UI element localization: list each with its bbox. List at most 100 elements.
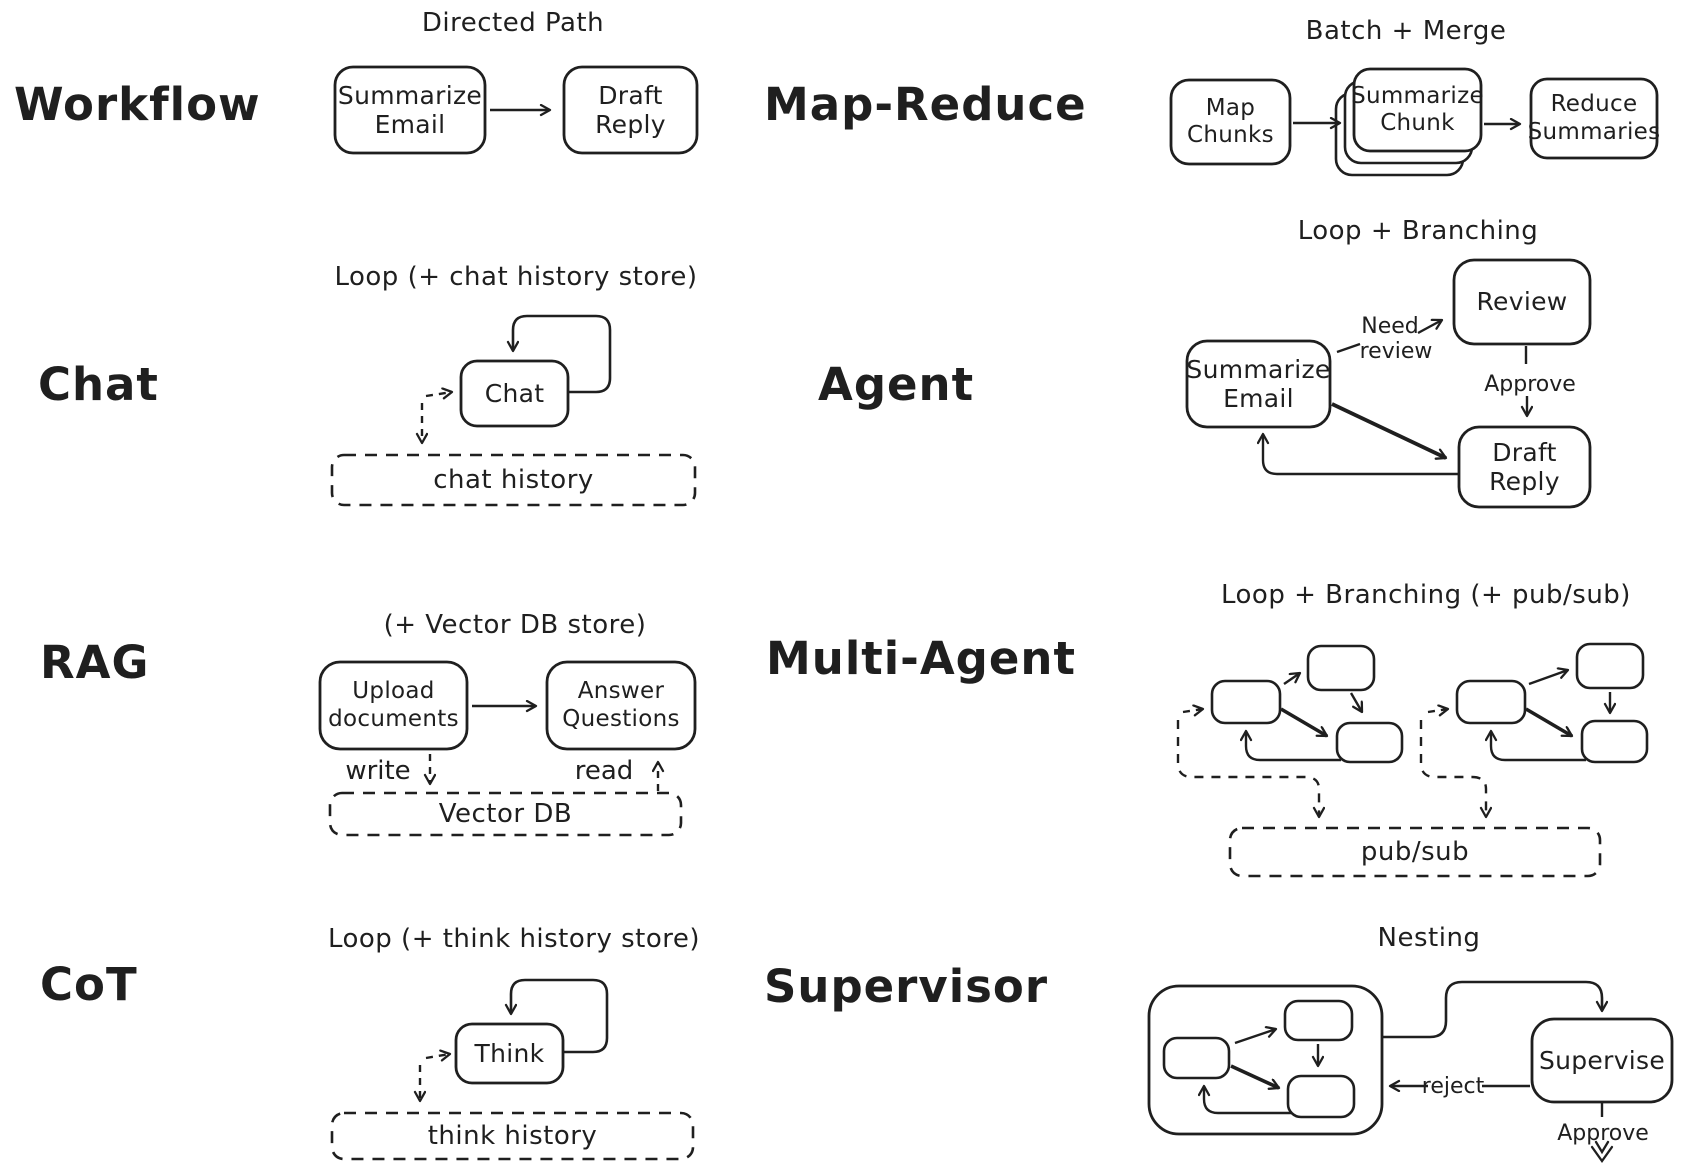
pubsub-store-label: pub/sub bbox=[1360, 837, 1470, 867]
answer-questions-label: Answer Questions bbox=[547, 662, 695, 749]
map-chunks-box bbox=[1169, 78, 1292, 166]
pubsub-store-box bbox=[1228, 826, 1602, 878]
node-line: Chunks bbox=[1187, 122, 1274, 148]
chat-box bbox=[459, 359, 570, 428]
cluster1-bottom-box bbox=[1335, 721, 1404, 764]
node-line: documents bbox=[328, 705, 459, 732]
node-line: Summarize bbox=[1351, 82, 1484, 109]
chat-node-label: Chat bbox=[461, 361, 568, 426]
cluster2-bottom-box bbox=[1580, 719, 1649, 764]
agent-review-label: Review bbox=[1454, 260, 1590, 344]
node-line: Think bbox=[474, 1038, 545, 1068]
node-line: Reply bbox=[595, 110, 666, 139]
think-history-store-label: think history bbox=[427, 1121, 598, 1151]
write-edge-label: write bbox=[345, 756, 411, 786]
cluster1-top-to-bottom-arrow bbox=[1349, 692, 1362, 712]
nested-left-to-bottom-arrow bbox=[1230, 1064, 1279, 1088]
node-line: Supervise bbox=[1538, 1045, 1666, 1075]
title-directed-path: Directed Path bbox=[421, 8, 605, 38]
supervisor-diagram bbox=[1147, 980, 1674, 1163]
cluster1-left-box bbox=[1210, 679, 1282, 725]
node-line: Upload bbox=[352, 678, 435, 705]
need-review-leader-line bbox=[1336, 342, 1361, 354]
nested-left-box bbox=[1162, 1036, 1231, 1080]
panel-label-workflow: Workflow bbox=[14, 78, 261, 131]
upload-documents-box bbox=[318, 660, 469, 751]
panel-label-chat: Chat bbox=[38, 358, 159, 411]
workflow-draft-reply-label: Draft Reply bbox=[564, 67, 697, 153]
node-line: Reduce bbox=[1550, 91, 1638, 118]
approve-chevron-inner bbox=[1594, 1140, 1610, 1155]
node-line: Draft bbox=[1492, 437, 1557, 467]
need-review-edge-label-line1: Need bbox=[1361, 314, 1419, 339]
node-line: Summaries bbox=[1527, 118, 1661, 145]
container-to-supervise-arrow bbox=[1382, 980, 1602, 1039]
cluster2-left-to-top-arrow bbox=[1528, 670, 1568, 686]
title-vector-db: (+ Vector DB store) bbox=[383, 610, 647, 640]
rag-diagram bbox=[318, 660, 697, 837]
cluster2-top-box bbox=[1575, 642, 1645, 690]
upload-documents-label: Upload documents bbox=[320, 662, 467, 749]
multi-agent-diagram bbox=[1176, 642, 1649, 878]
title-nesting: Nesting bbox=[1377, 923, 1481, 953]
cluster2-left-box bbox=[1455, 679, 1527, 725]
node-line: Answer bbox=[577, 678, 665, 705]
agent-draft-reply-box bbox=[1457, 425, 1592, 509]
node-line: Summarize bbox=[1186, 354, 1331, 384]
title-chat-loop: Loop (+ chat history store) bbox=[334, 262, 698, 292]
title-loop-branching: Loop + Branching bbox=[1297, 216, 1539, 246]
title-batch-merge: Batch + Merge bbox=[1305, 16, 1507, 46]
cluster1-pubsub-arrow bbox=[1176, 720, 1319, 817]
cluster1-loop-back-arrow bbox=[1246, 731, 1341, 762]
summarize-chunk-label: Summarize Chunk bbox=[1351, 69, 1484, 151]
vector-db-store-label: Vector DB bbox=[438, 799, 573, 829]
chat-history-store-label: chat history bbox=[433, 465, 594, 495]
node-line: Reply bbox=[1489, 467, 1560, 496]
approve-chevron-outer bbox=[1590, 1145, 1614, 1163]
cluster1-left-to-bottom-arrow bbox=[1280, 707, 1327, 738]
reduce-summaries-label: Reduce Summaries bbox=[1528, 79, 1660, 158]
cluster2-loop-back-arrow bbox=[1491, 731, 1586, 762]
cluster1-left-to-top-arrow bbox=[1283, 673, 1300, 685]
agent-diagram bbox=[1185, 258, 1592, 509]
agent-summarize-email-label: Summarize Email bbox=[1186, 341, 1331, 427]
need-review-arrow bbox=[1417, 320, 1442, 335]
chat-self-loop-arrow bbox=[513, 314, 612, 394]
workflow-draft-reply-box bbox=[562, 65, 699, 155]
need-review-edge-label-line2: review bbox=[1359, 339, 1433, 364]
node-line: Email bbox=[1223, 384, 1294, 413]
node-line: Questions bbox=[562, 705, 680, 732]
cluster2-pubsub-arrow bbox=[1419, 720, 1486, 817]
think-history-store-box bbox=[330, 1111, 695, 1161]
cluster1-entry-arrow bbox=[1182, 709, 1203, 712]
draft-to-summarize-return-arrow bbox=[1263, 434, 1459, 476]
cluster1-top-box bbox=[1306, 644, 1376, 692]
reduce-summaries-box bbox=[1529, 77, 1659, 160]
nested-bottom-box bbox=[1286, 1074, 1356, 1119]
summarize-to-draft-arrow bbox=[1331, 402, 1446, 458]
node-line: Map bbox=[1205, 94, 1256, 121]
title-cot-loop: Loop (+ think history store) bbox=[327, 924, 701, 954]
node-line: Email bbox=[374, 110, 446, 139]
node-line: Review bbox=[1476, 287, 1568, 317]
agent-review-box bbox=[1452, 258, 1592, 346]
nested-left-to-top-arrow bbox=[1234, 1029, 1276, 1045]
node-line: Summarize bbox=[337, 80, 483, 110]
title-pubsub-loop: Loop + Branching (+ pub/sub) bbox=[1221, 580, 1631, 610]
think-node-label: Think bbox=[456, 1024, 563, 1083]
summarize-chunk-card-front bbox=[1352, 67, 1483, 153]
read-edge-label: read bbox=[574, 756, 634, 786]
supervise-node-label: Supervise bbox=[1532, 1019, 1672, 1102]
cluster2-entry-arrow bbox=[1427, 709, 1448, 712]
cot-diagram bbox=[330, 978, 695, 1161]
reject-edge-label: reject bbox=[1421, 1074, 1485, 1099]
cot-read-arrow bbox=[425, 1054, 450, 1058]
node-line: Chat bbox=[484, 378, 545, 408]
chat-history-store-box bbox=[330, 453, 697, 507]
cluster2-left-to-bottom-arrow bbox=[1525, 707, 1572, 738]
think-self-loop-arrow bbox=[511, 978, 609, 1054]
vector-db-store-box bbox=[328, 791, 683, 837]
node-line: Draft bbox=[598, 80, 663, 110]
